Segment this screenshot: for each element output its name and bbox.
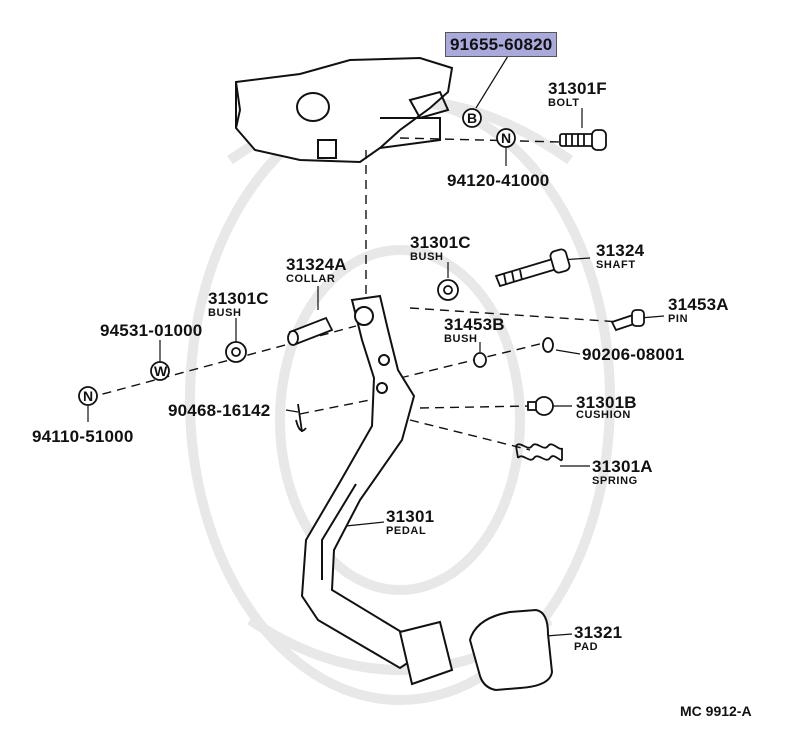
callout-n-circle — [496, 128, 516, 148]
pin-31453A — [610, 309, 645, 332]
part-31301B-name: CUSHION — [576, 409, 631, 421]
part-31301F-number[interactable]: 31301F — [548, 79, 607, 98]
callout-w-letter: W — [154, 363, 168, 379]
callout-n-letter: N — [501, 130, 512, 146]
part-31301A-name: SPRING — [592, 475, 638, 487]
callout-b-letter: B — [467, 110, 478, 126]
pedal-arm-31301 — [300, 294, 432, 670]
bush-31453B — [473, 352, 487, 368]
pedal-pad-mounted — [398, 620, 454, 686]
pad-31321 — [468, 608, 554, 692]
part-31321-number[interactable]: 31321 — [574, 623, 623, 642]
part-31453A-number[interactable]: 31453A — [668, 295, 729, 314]
part-31324A-name: COLLAR — [286, 273, 336, 285]
part-31324-name: SHAFT — [596, 259, 636, 271]
part-31301A-number[interactable]: 31301A — [592, 457, 653, 476]
part-31321-name: PAD — [574, 641, 599, 653]
part-31301C-top-number[interactable]: 31301C — [410, 233, 471, 252]
part-31301C-left-number[interactable]: 31301C — [208, 289, 269, 308]
pedal-bracket — [235, 56, 454, 164]
callout-circles — [78, 108, 516, 406]
callout-n2-letter: N — [83, 388, 94, 404]
shaft-31324 — [494, 248, 571, 288]
collar-31324A — [287, 316, 334, 346]
callout-w-circle — [150, 361, 170, 381]
spring-31301A — [515, 443, 563, 462]
part-31324-number[interactable]: 31324 — [596, 241, 645, 260]
part-94110-number[interactable]: 94110-51000 — [32, 427, 134, 446]
part-90468-number[interactable]: 90468-16142 — [168, 401, 271, 420]
part-31301C-top-name: BUSH — [410, 251, 444, 263]
bush-31301C-top — [437, 279, 459, 301]
callout-n2-circle — [78, 386, 98, 406]
part-31301B-number[interactable]: 31301B — [576, 393, 637, 412]
bolt-31301F — [559, 129, 607, 151]
diagram-code: MC 9912-A — [680, 703, 752, 719]
part-31453B-number[interactable]: 31453B — [444, 315, 505, 334]
bush-31301C-left — [225, 341, 247, 363]
part-31301F-name: BOLT — [548, 97, 580, 109]
cushion-31301B — [527, 396, 554, 416]
part-31453A-name: PIN — [668, 313, 689, 325]
part-94531-number[interactable]: 94531-01000 — [100, 321, 203, 340]
washer-90206 — [542, 337, 554, 353]
part-94120-number[interactable]: 94120-41000 — [447, 171, 550, 190]
callout-b-circle — [462, 108, 482, 128]
part-31301-name: PEDAL — [386, 525, 427, 537]
part-31324A-number[interactable]: 31324A — [286, 255, 347, 274]
clip-90468 — [295, 403, 307, 433]
part-31301C-left-name: BUSH — [208, 307, 242, 319]
part-31301-number[interactable]: 31301 — [386, 507, 435, 526]
part-90206-number[interactable]: 90206-08001 — [582, 345, 685, 364]
part-31453B-name: BUSH — [444, 333, 478, 345]
highlighted-part-number[interactable]: 91655-60820 — [445, 32, 558, 57]
